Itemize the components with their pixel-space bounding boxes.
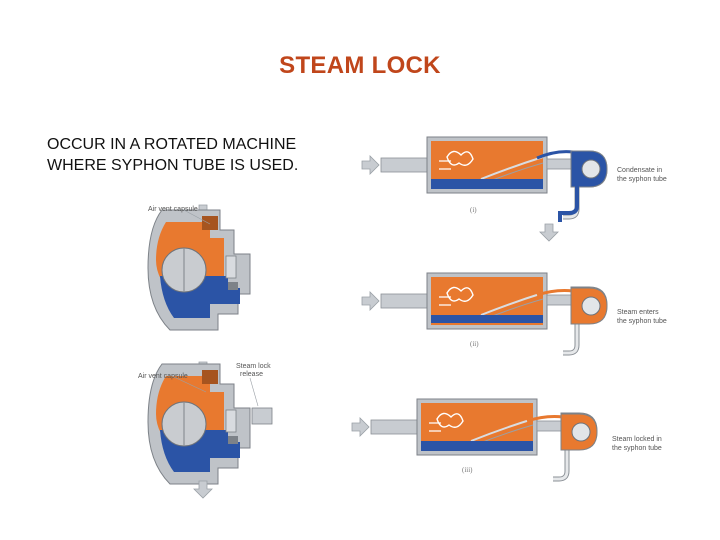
- steam-lock-release-label-2: release: [240, 371, 263, 378]
- description-text: OCCUR IN A ROTATED MACHINE WHERE SYPHON …: [47, 134, 298, 176]
- dryer-3-numeral: (iii): [462, 466, 473, 474]
- dryer-1-caption-1: Condensate in: [617, 167, 662, 174]
- dryer-2-numeral: (ii): [470, 340, 479, 348]
- dryer-3-caption-1: Steam locked in: [612, 436, 662, 443]
- slide-title: STEAM LOCK: [279, 52, 441, 79]
- steam-lock-release-label-1: Steam lock: [236, 363, 271, 370]
- air-vent-label-top: Air vent capsule: [148, 206, 198, 213]
- dryer-diagram-1: (i) Condensate in the syphon tube: [361, 137, 667, 242]
- dryer-2-caption-2: the syphon tube: [617, 318, 667, 325]
- trap-diagram-bottom: Air vent capsule Steam lock release: [138, 361, 273, 499]
- dryer-diagram-2: (ii) Steam enters the syphon tube: [361, 273, 667, 353]
- dryer-3-caption-2: the syphon tube: [612, 445, 662, 452]
- dryer-diagram-3: (iii) Steam locked in the syphon tube: [351, 399, 662, 479]
- description-line-1: OCCUR IN A ROTATED MACHINE: [47, 136, 297, 153]
- trap-diagram-top: Air vent capsule: [147, 204, 251, 331]
- air-vent-label-bottom: Air vent capsule: [138, 373, 188, 380]
- dryer-1-numeral: (i): [470, 206, 477, 214]
- steam-lock-release-valve: [251, 407, 273, 425]
- description-line-2: WHERE SYPHON TUBE IS USED.: [47, 157, 299, 174]
- dryer-1-caption-2: the syphon tube: [617, 176, 667, 183]
- dryer-2-caption-1: Steam enters: [617, 309, 659, 316]
